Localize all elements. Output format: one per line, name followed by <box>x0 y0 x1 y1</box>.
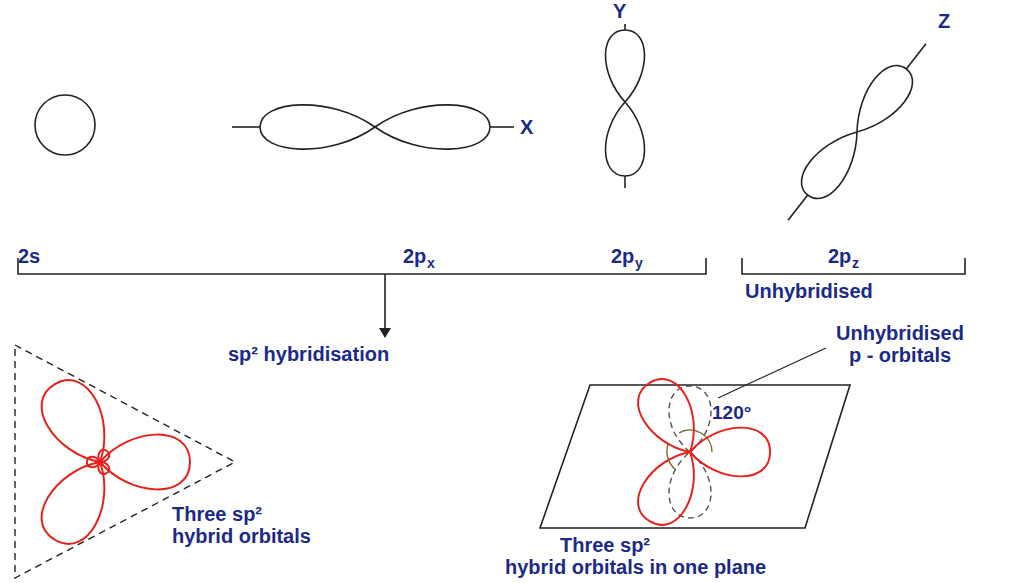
angle-label: 120° <box>712 403 751 424</box>
sp2-orbitals-plane <box>629 370 770 533</box>
orbital-label: 2p <box>828 245 851 267</box>
orbital-label: 2s <box>18 245 40 267</box>
leader-line <box>718 348 826 398</box>
figure-caption: Three sp² hybrid orbitals <box>172 503 322 547</box>
process-label: sp² hybridisation <box>228 343 389 365</box>
molecular-plane <box>540 385 850 528</box>
spacer <box>700 534 780 556</box>
axis-label: Y <box>613 0 626 22</box>
bracket <box>18 258 965 330</box>
orbital-subscript: z <box>852 256 859 271</box>
orbital-label: 2p <box>403 245 426 267</box>
axis-label: Z <box>938 10 950 32</box>
sp2-orbitals <box>31 370 190 553</box>
axis-label: X <box>520 116 533 138</box>
orbital-label: 2p <box>611 245 634 267</box>
py-orbital <box>605 24 644 188</box>
spacer <box>505 534 560 556</box>
callout-label: Unhybridised p - orbitals <box>830 322 970 366</box>
orbital-subscript: y <box>635 256 643 271</box>
angle-arc <box>667 444 676 470</box>
orbital-subscript: x <box>427 256 435 271</box>
s-orbital <box>35 95 95 155</box>
group-label: Unhybridised <box>745 280 873 302</box>
figure-caption: Three sp² hybrid orbitals in one plane <box>505 534 780 578</box>
arrow-head <box>379 328 391 338</box>
px-orbital <box>232 105 514 149</box>
angle-arc <box>679 430 712 452</box>
pz-orbital <box>773 32 940 232</box>
